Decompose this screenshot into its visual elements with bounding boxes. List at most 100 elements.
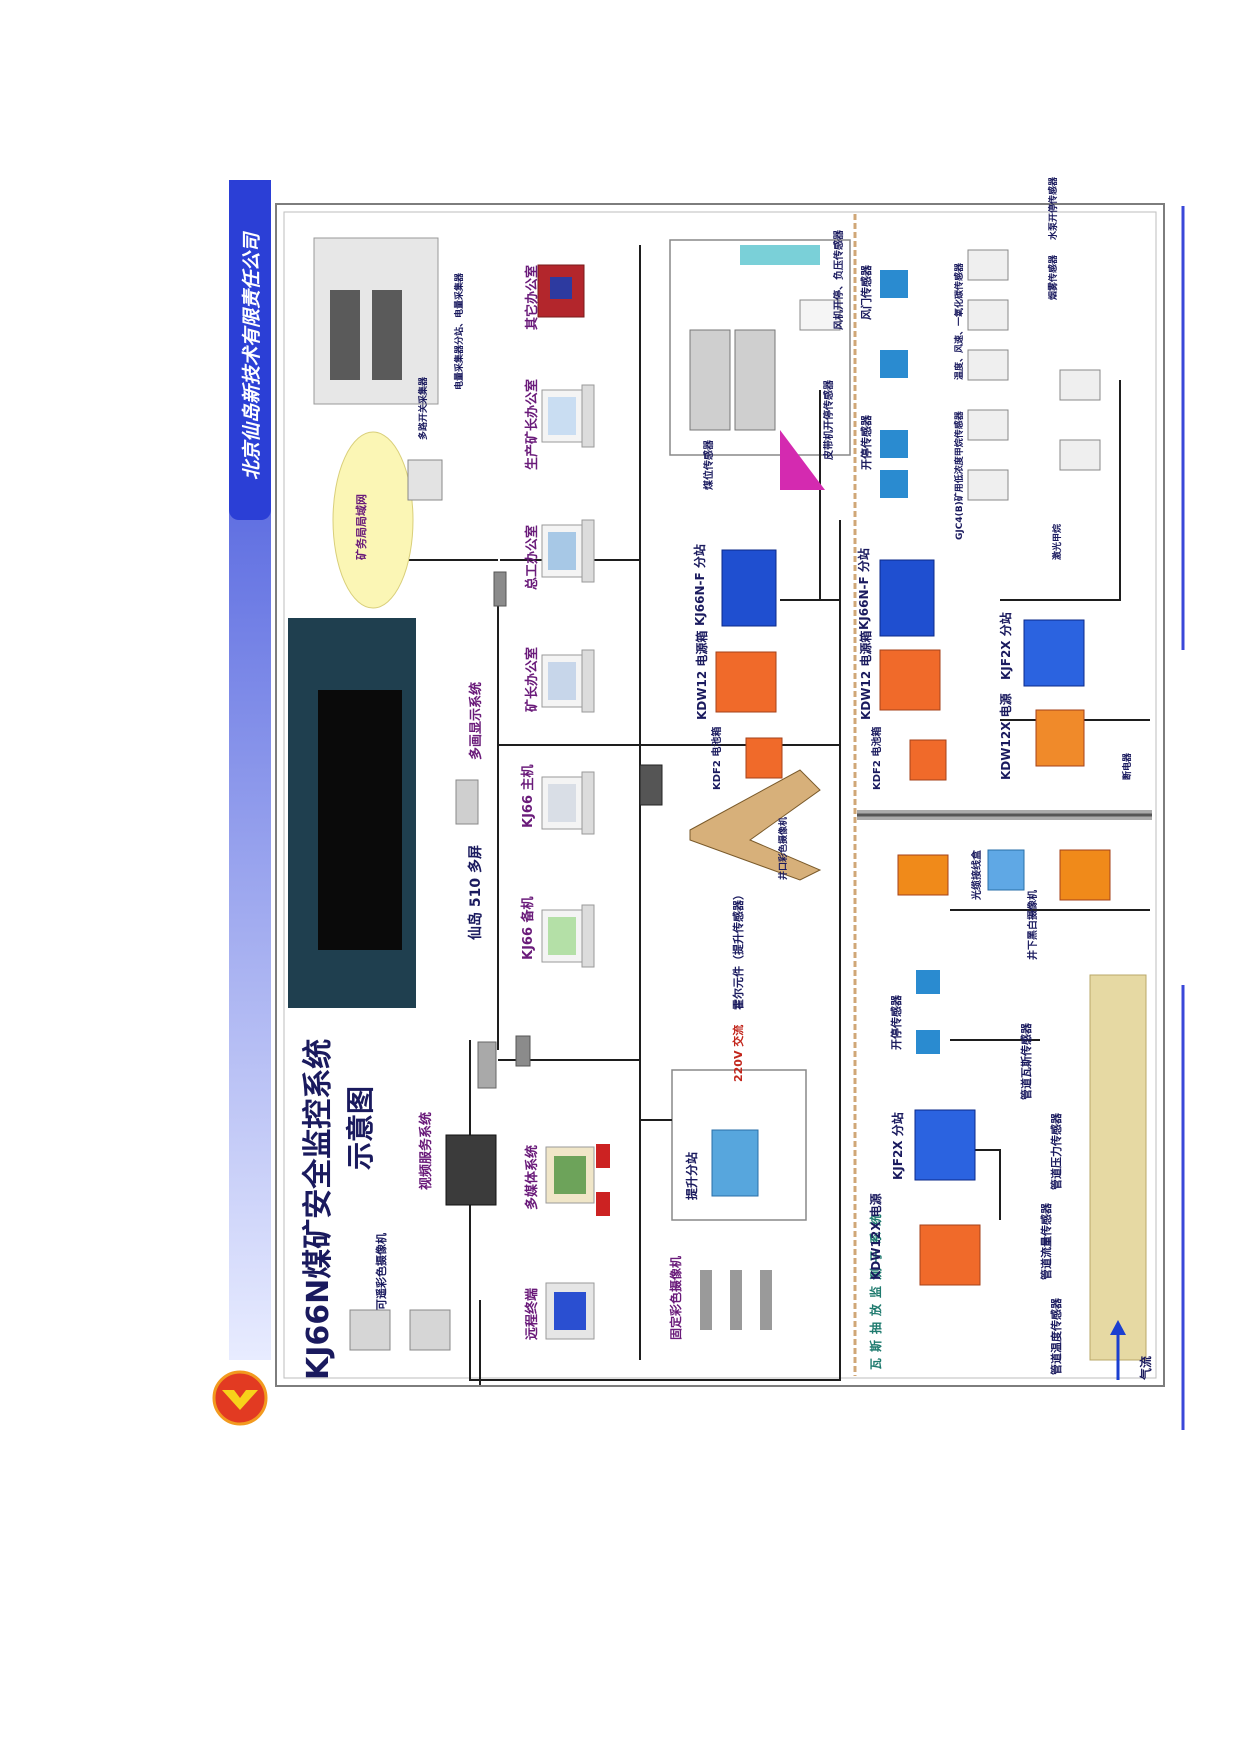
label-other-office: 其它办公室 bbox=[524, 265, 540, 330]
label-battery-left: KDF2 电池箱 bbox=[710, 727, 723, 790]
collector-box bbox=[407, 459, 443, 501]
ptz-cameras bbox=[349, 1309, 451, 1351]
label-temp-sensor: 温度、风速、一氧化碳传感器 bbox=[953, 262, 965, 380]
label-onoff-sensor: 开停传感器 bbox=[859, 414, 873, 470]
workstation-other bbox=[537, 264, 585, 318]
battery-left bbox=[745, 737, 783, 779]
network-switch-1 bbox=[477, 1041, 497, 1089]
label-multimedia: 多媒体系统 bbox=[524, 1145, 540, 1210]
router bbox=[639, 764, 663, 806]
power-kdw12x-drainage bbox=[919, 1224, 981, 1286]
label-multi-screen: 仙岛 510 多屏 bbox=[467, 845, 484, 940]
label-kdw12x-underground: KDW12X 电源 bbox=[998, 693, 1013, 780]
label-remote-terminal: 远程终端 bbox=[524, 1288, 540, 1340]
workstation-multimedia bbox=[545, 1144, 610, 1216]
label-optical-box: 光缆接线盒 bbox=[970, 849, 983, 901]
fixed-cameras bbox=[700, 1270, 772, 1330]
company-name: 北京仙岛新技术有限责任公司 bbox=[241, 230, 263, 480]
label-director-office: 矿长办公室 bbox=[524, 647, 540, 712]
label-ac-220: 220V 交流 bbox=[731, 1025, 745, 1082]
workstation-main bbox=[541, 771, 595, 835]
kjf2x-underground bbox=[1023, 619, 1085, 687]
headframe bbox=[689, 769, 822, 881]
label-collectors: 电量采集器分站、电量采集器 bbox=[453, 272, 465, 390]
label-main-host: KJ66 主机 bbox=[520, 764, 536, 828]
label-gas-drainage-system: 瓦斯抽放监测子系统 bbox=[868, 1208, 883, 1370]
diagram-subtitle: 示意图 bbox=[344, 1086, 377, 1170]
sensor-group-drainage bbox=[916, 970, 940, 994]
mine-lan-label: 矿务局局域网 bbox=[354, 494, 368, 560]
header-bar-top bbox=[229, 180, 271, 520]
optical-junction-box bbox=[987, 849, 1025, 891]
label-underground-camera: 井下黑白摄像机 bbox=[1026, 890, 1039, 960]
workstation-chief bbox=[541, 519, 595, 583]
label-multi-meter: 多路开关采集器 bbox=[417, 376, 429, 440]
label-fixed-camera: 固定彩色摄像机 bbox=[668, 1256, 683, 1340]
mine-lan-ellipse bbox=[332, 431, 414, 609]
hoist-region bbox=[671, 1069, 807, 1221]
label-kjf2x-underground: KJF2X 分站 bbox=[998, 612, 1013, 680]
label-door-sensor: 风门传感器 bbox=[859, 264, 873, 320]
power-kdw12x-underground bbox=[1035, 709, 1085, 767]
label-video-service: 视频服务系统 bbox=[418, 1112, 434, 1190]
coal-bins bbox=[689, 245, 841, 490]
sensor-group-drainage-2 bbox=[916, 1030, 940, 1054]
label-pipe-pressure: 管道压力传感器 bbox=[1049, 1112, 1063, 1190]
workstation-backup bbox=[541, 904, 595, 968]
label-pipe-gas-sensor: 管道瓦斯传感器 bbox=[1019, 1022, 1033, 1100]
network-switch-2 bbox=[515, 1035, 531, 1067]
label-laser-methane: 激光甲烷 bbox=[1051, 524, 1063, 560]
label-ptz-camera: 可遥彩色摄像机 bbox=[374, 1233, 388, 1310]
sensor-cabinets-right bbox=[967, 249, 1101, 501]
workstation-director bbox=[541, 649, 595, 713]
underground-camera-1 bbox=[897, 854, 949, 896]
video-server-rack bbox=[445, 1134, 497, 1206]
workstation-production bbox=[541, 384, 595, 448]
label-airflow: 气流 bbox=[1138, 1356, 1153, 1381]
label-fan-sensor: 风机开停、负压传感器 bbox=[832, 229, 845, 330]
hoist-substation-box bbox=[711, 1129, 759, 1197]
multi-screen-controller bbox=[455, 779, 479, 825]
coal-region bbox=[669, 239, 851, 456]
label-substation-right: KJ66N-F 分站 bbox=[856, 548, 871, 630]
label-shaft-camera: 井口彩色摄像机 bbox=[777, 817, 789, 880]
power-kdw12-left bbox=[715, 651, 777, 713]
substation-left bbox=[721, 549, 777, 627]
label-production-office: 生产矿长办公室 bbox=[524, 379, 540, 470]
underground-camera-2 bbox=[1059, 849, 1111, 901]
label-substation-left: KJ66N-F 分站 bbox=[692, 544, 707, 626]
label-multi-display: 多画显示系统 bbox=[468, 682, 484, 760]
airflow-arrow-head bbox=[1110, 1320, 1126, 1335]
gas-drainage-pipe bbox=[1089, 974, 1147, 1361]
power-kdw12-right bbox=[879, 649, 941, 711]
label-pipe-flow: 管道流量传感器 bbox=[1039, 1202, 1053, 1280]
label-belt-sensor: 皮带机开停传感器 bbox=[822, 379, 835, 461]
label-smoke-sensor: 烟雾传感器 bbox=[1047, 254, 1059, 300]
label-kdw12x-drainage: KDW12X 电源 bbox=[868, 1193, 883, 1280]
label-chief-office: 总工办公室 bbox=[524, 525, 540, 590]
label-power-left: KDW12 电源箱 bbox=[694, 631, 709, 720]
label-pipe-temp: 管道温度传感器 bbox=[1049, 1297, 1063, 1375]
label-battery-right: KDF2 电池箱 bbox=[870, 727, 883, 790]
label-kjf2x-drainage: KJF2X 分站 bbox=[890, 1112, 905, 1180]
network-switch-3 bbox=[493, 571, 507, 607]
label-backup-host: KJ66 备机 bbox=[520, 896, 536, 960]
video-wall bbox=[318, 690, 402, 950]
workstation-remote bbox=[545, 1282, 595, 1340]
company-logo bbox=[212, 1370, 268, 1426]
label-breaker: 断电器 bbox=[1121, 752, 1133, 780]
label-power-right: KDW12 电源箱 bbox=[858, 631, 873, 720]
label-gas-sensor: GJC4(B)矿用低浓度甲烷传感器 bbox=[953, 410, 965, 540]
diagram-inner-frame bbox=[283, 211, 1157, 1379]
battery-right bbox=[909, 739, 947, 781]
kjf2x-drainage bbox=[914, 1109, 976, 1181]
sensor-group-right bbox=[880, 270, 908, 498]
label-dry-contact: 霍尔元件（提升传感器） bbox=[731, 889, 745, 1010]
label-water-sensor: 水泵开停传感器 bbox=[1047, 176, 1059, 240]
diagram-title: KJ66N煤矿安全监控系统 bbox=[301, 1039, 336, 1380]
cabinet-panel-2 bbox=[372, 290, 402, 380]
label-hoist-substation: 提升分站 bbox=[684, 1152, 699, 1200]
substation-right bbox=[879, 559, 935, 637]
label-drainage-onoff: 开停传感器 bbox=[889, 994, 903, 1050]
